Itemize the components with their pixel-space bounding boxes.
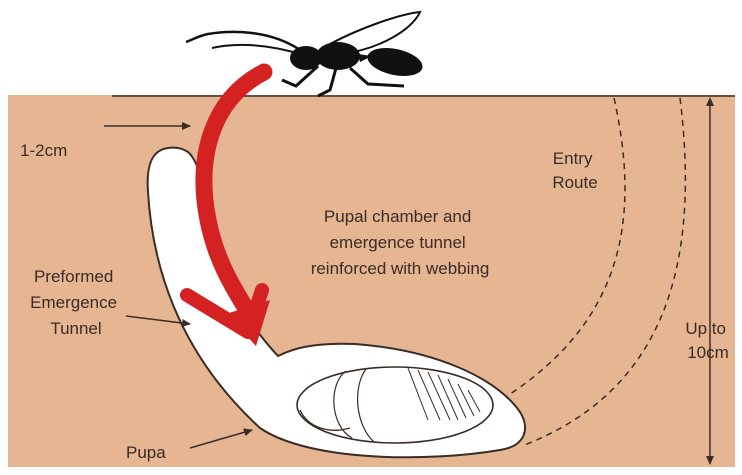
wasp-icon (186, 12, 425, 96)
pupa-icon (297, 367, 493, 443)
depth-small-label: 1-2cm (20, 141, 67, 160)
pupa-label: Pupa (126, 443, 166, 462)
chamber-note-label: Pupal chamber and emergence tunnel reinf… (311, 207, 490, 278)
